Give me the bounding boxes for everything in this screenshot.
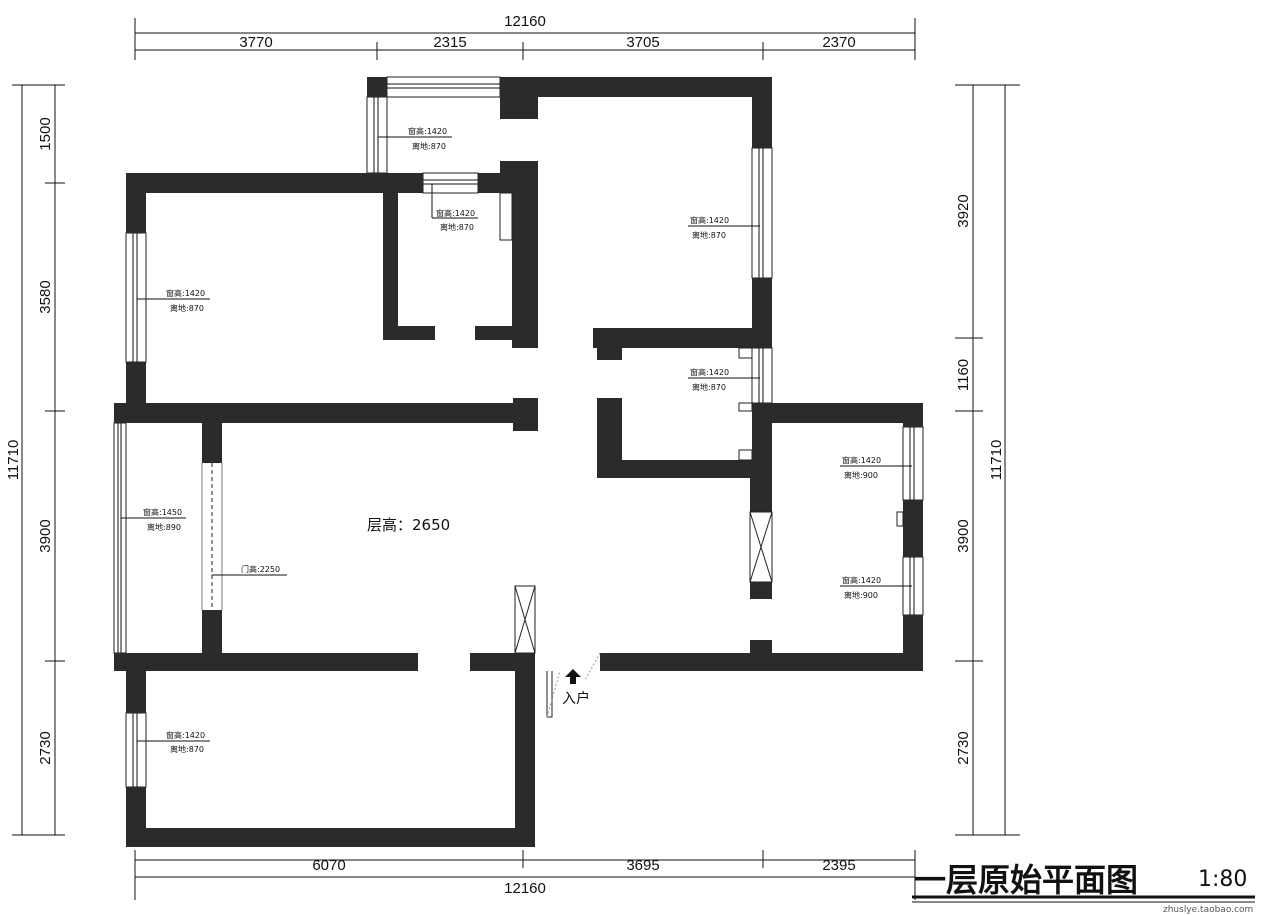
watermark: zhuslye.taobao.com [1163, 905, 1253, 915]
dim-bottom-2: 3695 [626, 857, 659, 874]
dim-right-total: 11710 [988, 440, 1005, 481]
dim-right-2: 1160 [955, 359, 972, 391]
window-label-height: 窗高:1420 [690, 367, 729, 377]
dim-bottom-3: 2395 [822, 857, 855, 874]
door-label: 门高:2250 [241, 564, 280, 574]
window-label-height: 窗高:1420 [408, 126, 447, 136]
window-label-height: 窗高:1420 [690, 215, 729, 225]
floor-height-label: 层高：2650 [367, 516, 450, 534]
fixtures [201, 192, 904, 718]
window-label-height: 窗高:1420 [842, 455, 881, 465]
window-label-height: 窗高:1420 [166, 288, 205, 298]
window-label-ground: 离地:870 [692, 382, 726, 392]
dim-top-3: 3705 [626, 34, 659, 51]
window-label-ground: 离地:870 [412, 141, 446, 151]
dim-right-3: 3900 [955, 519, 972, 552]
dim-bottom-total: 12160 [504, 880, 546, 897]
window-label-height: 窗高:1420 [166, 730, 205, 740]
dim-top-2: 2315 [433, 34, 466, 51]
window-label-ground: 离地:870 [440, 222, 474, 232]
window-label-ground: 离地:870 [170, 303, 204, 313]
window-label-height: 窗高:1420 [842, 575, 881, 585]
dim-right-1: 3920 [955, 194, 972, 227]
dim-top-1: 3770 [239, 34, 272, 51]
dim-top-4: 2370 [822, 34, 855, 51]
window-label-ground: 离地:900 [844, 470, 878, 480]
dim-left-4: 2730 [37, 731, 54, 764]
dim-left-1: 1500 [37, 117, 54, 150]
window-label-ground: 离地:870 [170, 744, 204, 754]
plan-scale: 1:80 [1198, 867, 1247, 892]
entry-arrow-icon [565, 669, 581, 684]
window-label-height: 窗高:1420 [436, 208, 475, 218]
walls [114, 77, 923, 847]
window-label-height: 窗高:1450 [143, 507, 182, 517]
window-label-ground: 离地:890 [147, 522, 181, 532]
window-label-ground: 离地:900 [844, 590, 878, 600]
plan-title: 一层原始平面图 [914, 861, 1138, 899]
dim-left-total: 11710 [5, 440, 22, 481]
window-labels: 窗高:1420 离地:870 窗高:1420 离地:870 窗高:1420 离地… [121, 126, 912, 754]
dim-left-2: 3580 [37, 280, 54, 313]
dim-right-4: 2730 [955, 731, 972, 764]
dim-top-total: 12160 [504, 13, 546, 30]
dim-left-3: 3900 [37, 519, 54, 552]
dim-bottom-1: 6070 [312, 857, 345, 874]
entry-label: 入户 [562, 690, 590, 707]
window-label-ground: 离地:870 [692, 230, 726, 240]
dimension-lines [12, 18, 1020, 900]
